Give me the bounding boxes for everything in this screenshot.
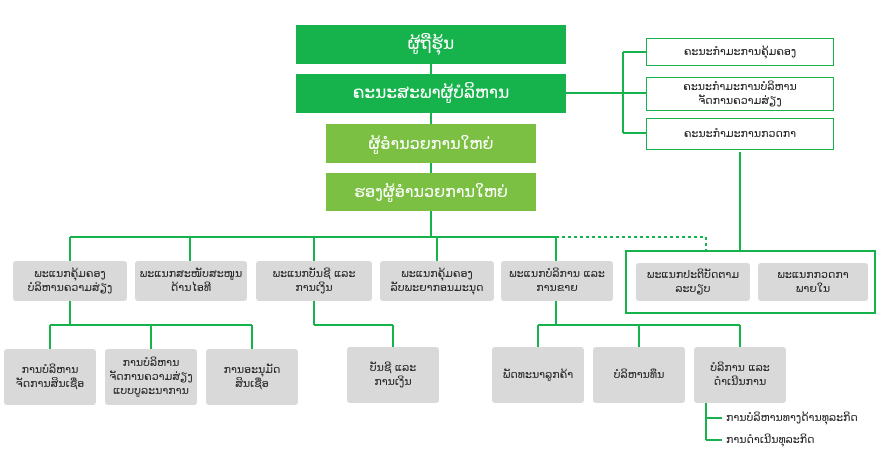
deputy-md-label: ຮອງຜູ້ອຳນວຍການໃຫຍ່ xyxy=(354,182,508,201)
unit-customer-development: ພັດທະນາລູກຄ້າ xyxy=(492,347,584,403)
dept-label: ພະແນກສະໜັບສະໜູນ ດ້ານໄອທີ xyxy=(139,267,243,294)
unit-internal-audit: ພະແນກກວດກາພາຍໃນ xyxy=(758,263,868,301)
committee-label: ຄະນະກຳມະການຄຸ້ມຄອງ xyxy=(683,45,797,59)
operations-item-label: ການບໍລິຫານທາງດ້ານທຸລະກິດ xyxy=(726,411,858,424)
dept-label: ພະແນກບັນຊີ ແລະ ການເງິນ xyxy=(272,267,356,294)
unit-integrated-risk: ການບໍລິຫານ ຈັດການຄວາມສ່ຽງ ແບບບູລະນາການ xyxy=(105,349,197,405)
unit-service-operations: ບໍລິການ ແລະ ດຳເນີນການ xyxy=(694,347,786,403)
board-box: ຄະນະສະພາຜູ້ບໍລິຫານ xyxy=(296,74,566,113)
unit-label: ການບໍລິຫານ ຈັດການສິນເຊື່ອ xyxy=(15,363,85,390)
dept-services-sales: ພະແນກບໍລິການ ແລະ ການຂາຍ xyxy=(501,261,613,301)
unit-credit-management: ການບໍລິຫານ ຈັດການສິນເຊື່ອ xyxy=(4,349,96,405)
dept-label: ພະແນກຄຸ້ມຄອງ ບໍລິຫານຄວາມສ່ຽງ xyxy=(27,267,113,294)
committee-audit: ຄະນະກຳມະການກວດກາ xyxy=(646,118,834,150)
dept-human-resources: ພະແນກຄຸ້ມຄອງ ລັບພະຍາກອນມະນຸດ xyxy=(380,261,494,301)
unit-label: ການອະນຸມັດ ສິນເຊື່ອ xyxy=(223,363,281,390)
deputy-md-box: ຮອງຜູ້ອຳນວຍການໃຫຍ່ xyxy=(326,173,536,211)
unit-label: ບໍລິຫານທຶນ xyxy=(613,368,665,382)
unit-compliance: ພະແນກປະຕິບັດຕາມ ລະບຽບ xyxy=(636,263,750,301)
unit-label: ການບໍລິຫານ ຈັດການຄວາມສ່ຽງ ແບບບູລະນາການ xyxy=(109,356,193,397)
board-label: ຄະນະສະພາຜູ້ບໍລິຫານ xyxy=(352,82,510,103)
operations-item-business-ops: ການດຳເນີນທຸລະກິດ xyxy=(726,433,815,446)
audit-group-frame xyxy=(625,250,876,314)
dept-label: ພະແນກຄຸ້ມຄອງ ລັບພະຍາກອນມະນຸດ xyxy=(390,267,484,294)
shareholders-label: ຜູ້ຖືຮຸ້ນ xyxy=(407,33,455,54)
unit-credit-approval: ການອະນຸມັດ ສິນເຊື່ອ xyxy=(206,349,298,405)
dept-it-support: ພະແນກສະໜັບສະໜູນ ດ້ານໄອທີ xyxy=(135,261,247,301)
dept-label: ພະແນກບໍລິການ ແລະ ການຂາຍ xyxy=(509,267,605,294)
unit-label: ບໍລິການ ແລະ ດຳເນີນການ xyxy=(710,361,770,388)
operations-item-label: ການດຳເນີນທຸລະກິດ xyxy=(726,433,815,446)
md-label: ຜູ້ອຳນວຍການໃຫຍ່ xyxy=(368,133,494,153)
committee-label: ຄະນະກຳມະການກວດກາ xyxy=(683,127,797,141)
md-box: ຜູ້ອຳນວຍການໃຫຍ່ xyxy=(326,124,536,163)
dept-risk-management: ພະແນກຄຸ້ມຄອງ ບໍລິຫານຄວາມສ່ຽງ xyxy=(13,261,127,301)
committee-label: ຄະນະກຳມະການບໍລິຫານ ຈັດການຄວາມສ່ຽງ xyxy=(683,80,797,107)
committee-management: ຄະນະກຳມະການຄຸ້ມຄອງ xyxy=(646,38,834,66)
unit-label: ພະແນກປະຕິບັດຕາມ ລະບຽບ xyxy=(646,268,740,295)
operations-item-business-admin: ການບໍລິຫານທາງດ້ານທຸລະກິດ xyxy=(726,411,858,424)
shareholders-box: ຜູ້ຖືຮຸ້ນ xyxy=(296,25,566,64)
unit-accounting-finance: ບັນຊີ ແລະ ການເງິນ xyxy=(347,347,439,403)
unit-label: ພັດທະນາລູກຄ້າ xyxy=(502,368,574,382)
unit-label: ພະແນກກວດກາພາຍໃນ xyxy=(777,268,849,295)
unit-label: ບັນຊີ ແລະ ການເງິນ xyxy=(369,361,417,388)
dept-accounting-finance: ພະແນກບັນຊີ ແລະ ການເງິນ xyxy=(256,261,372,301)
unit-capital-management: ບໍລິຫານທຶນ xyxy=(593,347,685,403)
committee-risk: ຄະນະກຳມະການບໍລິຫານ ຈັດການຄວາມສ່ຽງ xyxy=(646,77,834,111)
